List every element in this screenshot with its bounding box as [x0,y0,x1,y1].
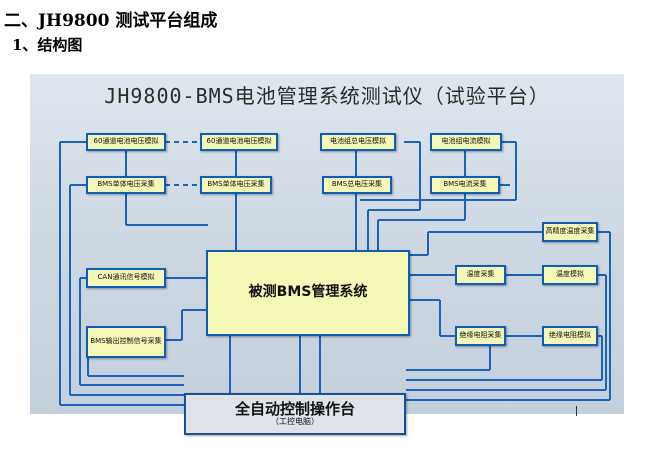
temp-acq-box: 温度采集 [455,265,506,285]
bms-cell-voltage-box-2: BMS单体电压采集 [200,176,272,194]
section-heading: 二、JH9800 测试平台组成 [4,11,218,31]
bms-output-control-box: BMS输出控制信号采集 [86,326,166,358]
cell-voltage-sim-box-2: 60通道电池电压模拟 [200,133,278,151]
total-voltage-sim-box: 电池组总电压模拟 [320,133,396,151]
bms-total-voltage-box: BMS总电压采集 [322,176,392,194]
temp-sim-box: 温度模拟 [542,265,598,285]
can-sim-box: CAN通讯信号模拟 [86,268,166,288]
high-precision-temp-box: 高精度温度采集 [542,222,598,242]
subsection-heading: 1、结构图 [12,36,83,54]
console-box: 全自动控制操作台 （工控电脑） [184,393,406,435]
diagram-title: JH9800-BMS电池管理系统测试仪（试验平台） [104,84,550,108]
cell-voltage-sim-box-1: 60通道电池电压模拟 [86,133,166,151]
console-label: 全自动控制操作台 [234,399,355,418]
bms-under-test-box: 被测BMS管理系统 [206,250,410,336]
cursor-mark [576,406,577,416]
bms-cell-voltage-box-1: BMS单体电压采集 [86,176,166,194]
current-sim-box: 电池组电流模拟 [430,133,502,151]
console-sublabel: （工控电脑） [271,417,319,427]
insulation-acq-box: 绝缘电阻采集 [455,326,506,346]
insulation-sim-box: 绝缘电阻模拟 [542,326,598,346]
bms-current-box: BMS电流采集 [430,176,500,194]
